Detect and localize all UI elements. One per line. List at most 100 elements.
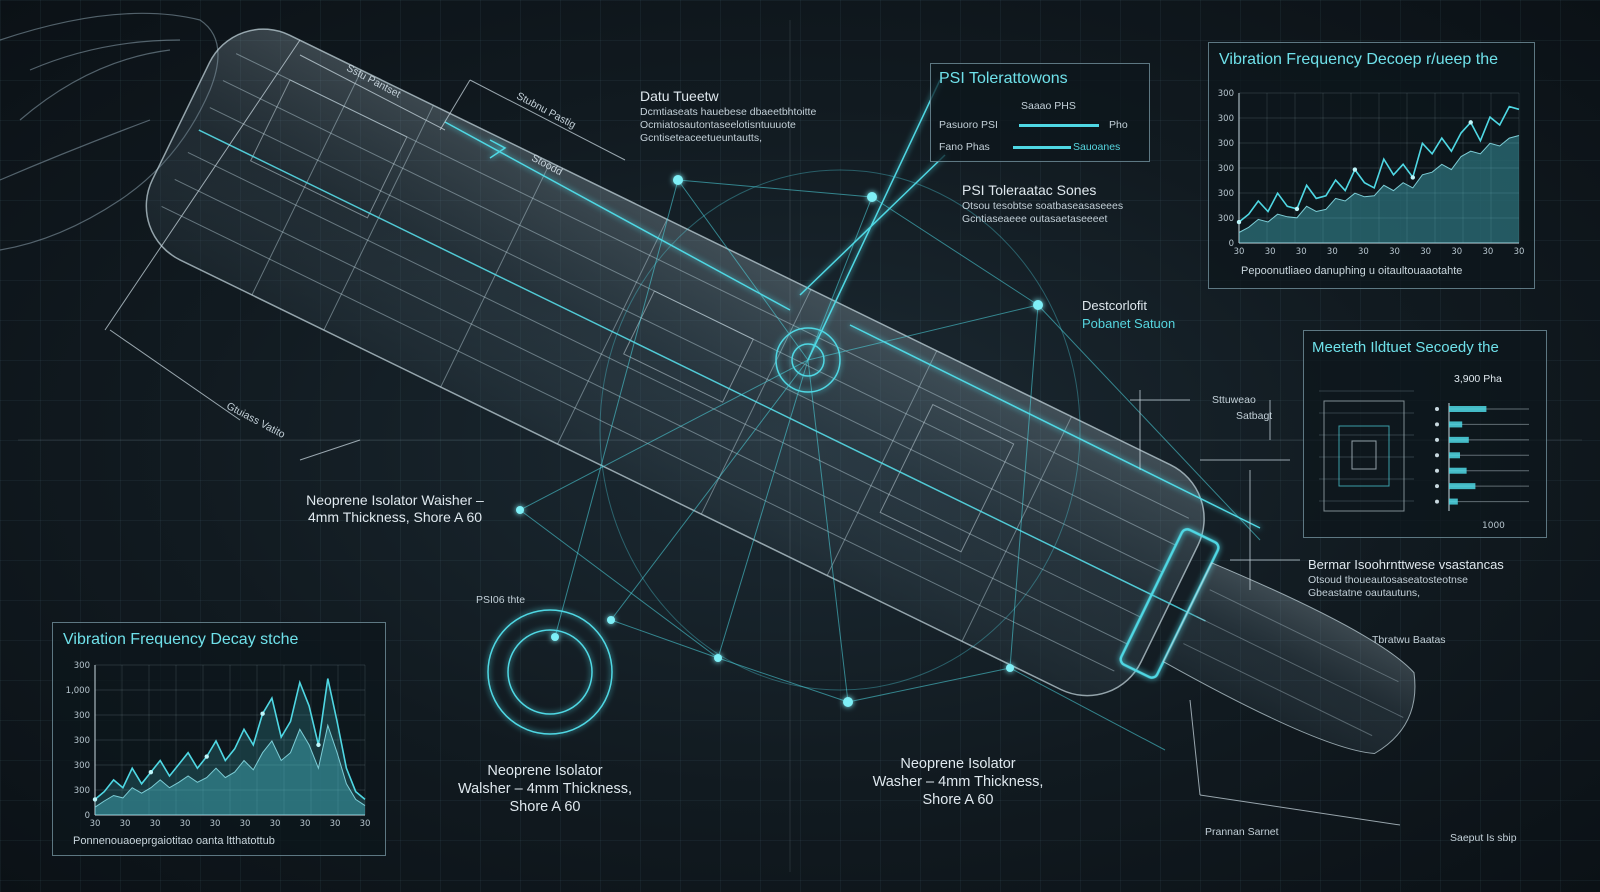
bar-marker <box>1435 499 1439 504</box>
x-tick-label: 30 <box>270 819 281 829</box>
y-tick-label: 0 <box>85 811 90 821</box>
series-line <box>1238 105 1520 223</box>
chart-tr-title: Vibration Frequency Decoep r/ueep the <box>1219 51 1498 68</box>
psi-tolerance-panel: PSI Tolerattowons Saaao PHS Pasuoro PSI … <box>930 63 1150 162</box>
bermar-callout-title: Bermar Isoohrnttwese vsastancas <box>1308 557 1504 572</box>
y-tick-label: 300 <box>1218 139 1234 149</box>
data-point <box>148 769 154 775</box>
bar-marker <box>1435 468 1439 473</box>
data-point <box>1294 206 1300 212</box>
schematic-inner <box>1338 425 1390 487</box>
y-tick-label: 300 <box>74 736 90 746</box>
y-tick-label: 300 <box>1218 89 1234 99</box>
y-tick-label: 1,000 <box>66 686 90 696</box>
bar-marker <box>1435 484 1439 489</box>
label-mid-right-a: Sttuweao <box>1212 394 1256 406</box>
y-tick-label: 0 <box>1229 239 1234 249</box>
data-point <box>260 711 265 716</box>
bar <box>1449 452 1460 459</box>
data-point <box>1352 167 1358 172</box>
data-point <box>1236 219 1242 225</box>
label-mid-right-b: Satbagt <box>1236 410 1273 422</box>
tool-body <box>145 28 1416 755</box>
x-tick-label: 30 <box>1389 247 1400 257</box>
psi-row2-label: Fano Phas <box>939 141 990 153</box>
neoprene-label-left: Neoprene Isolator Waisher – 4mm Thicknes… <box>306 492 484 525</box>
guide-lines <box>444 79 1261 735</box>
y-tick-label: 300 <box>1218 164 1234 174</box>
x-tick-label: 30 <box>300 819 311 829</box>
bar <box>1449 498 1458 505</box>
bar <box>1449 421 1463 428</box>
x-tick-label: 30 <box>210 819 221 829</box>
chart-bl-caption: Ponnenouaoeprgaiotitao oanta ltthatottub <box>73 835 275 847</box>
psi-panel-title: PSI Tolerattowons <box>939 70 1068 87</box>
x-tick-label: 30 <box>1514 247 1525 257</box>
neoprene-label-center-left: Neoprene Isolator Walsher – 4mm Thicknes… <box>457 763 633 815</box>
series-area <box>95 725 365 815</box>
x-tick-label: 30 <box>330 819 341 829</box>
chart-rm-value: 3,900 Pha <box>1454 373 1502 385</box>
x-tick-label: 30 <box>1451 247 1462 257</box>
x-tick-label: 30 <box>1420 247 1431 257</box>
bar <box>1449 436 1469 443</box>
x-tick-label: 30 <box>150 819 161 829</box>
chart-tr-caption: Pepoonutliaeo danuphing u oitaultouaaota… <box>1241 265 1463 277</box>
x-tick-label: 30 <box>1482 247 1493 257</box>
dest-callout-sub: Pobanet Satuon <box>1082 316 1176 331</box>
y-tick-label: 300 <box>1218 214 1234 224</box>
y-tick-label: 300 <box>74 761 90 771</box>
x-tick-label: 30 <box>90 819 101 829</box>
x-tick-label: 30 <box>240 819 251 829</box>
y-tick-label: 300 <box>74 711 90 721</box>
x-tick-label: 30 <box>180 819 191 829</box>
y-tick-label: 300 <box>1218 189 1234 199</box>
psi-panel-sub: Saaao PHS <box>1021 100 1076 112</box>
series-line <box>94 723 366 808</box>
sensor-network <box>519 169 1261 751</box>
label-psi-small: PSI06 thte <box>476 594 526 606</box>
psi-row2-bar <box>1013 146 1071 149</box>
label-bottom-right-a: Tbratwu Baatas <box>1372 634 1446 646</box>
chart-rm-xtick: 1000 <box>1482 521 1505 531</box>
x-tick-label: 30 <box>1265 247 1276 257</box>
data-point <box>316 742 321 748</box>
y-tick-label: 300 <box>1218 114 1234 124</box>
series-area <box>95 678 365 815</box>
psi-row1-label: Pasuoro PSI <box>939 119 998 131</box>
psi-row2-value: Sauoanes <box>1073 141 1121 153</box>
bar <box>1449 483 1476 490</box>
x-tick-label: 30 <box>360 819 371 829</box>
psi-callout-title: PSI Toleraatac Sones <box>962 182 1097 198</box>
bermar-callout-body: Otsoud thoueautosaseatosteotnse Gbeastat… <box>1308 574 1468 599</box>
psi-row1-bar <box>1019 124 1099 127</box>
neoprene-label-center-right: Neoprene Isolator Washer – 4mm Thickness… <box>872 756 1044 808</box>
y-tick-label: 300 <box>74 786 90 796</box>
x-tick-label: 30 <box>1234 247 1245 257</box>
x-tick-label: 30 <box>1327 247 1338 257</box>
chart-panel-right-middle: Meeteth Ildtuet Secoedy the 3,900 Pha 10… <box>1303 330 1547 538</box>
data-point <box>1468 120 1473 125</box>
sensor-nodes <box>516 175 1043 707</box>
x-tick-label: 30 <box>120 819 131 829</box>
data-callout-body: Dcmtiaseats hauebese dbaeetbhtoitte Ocmi… <box>640 106 817 144</box>
series-area <box>1239 135 1519 243</box>
y-tick-label: 300 <box>74 661 90 671</box>
data-point <box>92 797 98 802</box>
psi-row1-value: Pho <box>1109 119 1128 131</box>
bar-marker <box>1435 407 1439 411</box>
chart-panel-top-right: Vibration Frequency Decoep r/ueep the 30… <box>1208 42 1535 289</box>
bar <box>1449 467 1467 474</box>
schematic-frame <box>1323 400 1405 512</box>
schematic-core <box>1351 440 1377 470</box>
x-tick-label: 30 <box>1358 247 1369 257</box>
bar <box>1449 406 1487 412</box>
label-bottom-mid: Prannan Sarnet <box>1205 826 1279 838</box>
bar-marker <box>1435 422 1439 427</box>
bar-marker <box>1435 437 1439 442</box>
data-point <box>204 754 209 759</box>
